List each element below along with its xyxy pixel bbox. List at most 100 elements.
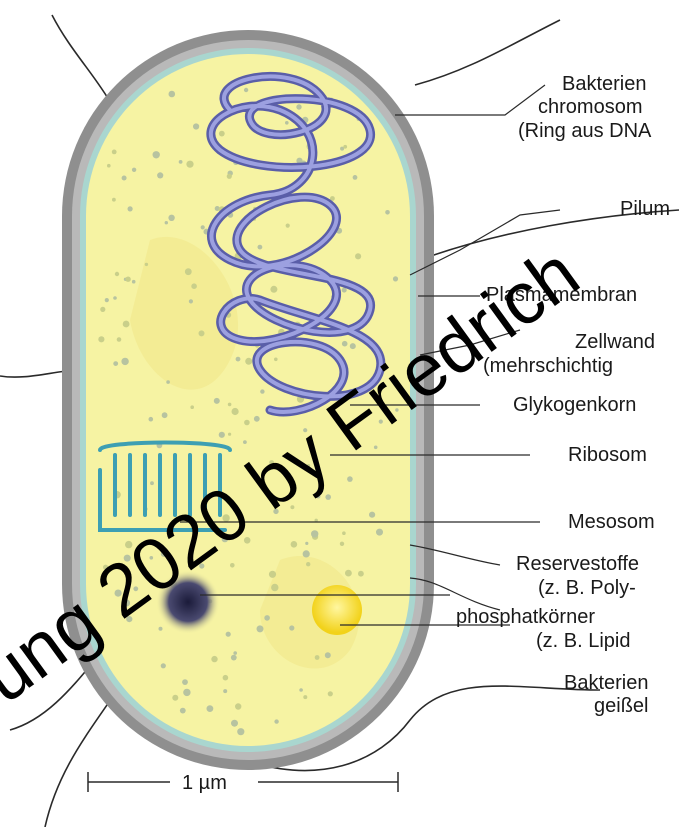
ribosome-dot	[347, 476, 353, 482]
ribosome-dot	[269, 571, 276, 578]
ribosome-dot	[358, 571, 364, 577]
label-reserve-4: (z. B. Lipid	[536, 630, 630, 652]
ribosome-dot	[153, 151, 160, 158]
ribosome-dot	[245, 358, 252, 365]
label-cell-wall-1: Zellwand	[575, 331, 655, 353]
label-glycogen: Glykogenkorn	[513, 394, 636, 416]
ribosome-dot	[355, 253, 361, 259]
ribosome-dot	[289, 625, 294, 630]
ribosome-dot	[254, 416, 260, 422]
ribosome-dot	[190, 405, 194, 409]
ribosome-dot	[112, 150, 117, 155]
ribosome-dot	[286, 224, 290, 228]
label-chromosome-3: (Ring aus DNA	[518, 120, 652, 142]
ribosome-dot	[201, 225, 205, 229]
ribosome-dot	[180, 708, 186, 714]
ribosome-dot	[296, 104, 301, 109]
ribosome-dot	[169, 91, 176, 98]
label-reserve-1: Reservestoffe	[516, 553, 639, 575]
ribosome-dot	[305, 542, 308, 545]
ribosome-dot	[132, 280, 136, 284]
ribosome-dot	[122, 176, 127, 181]
label-chromosome-2: chromosom	[538, 96, 642, 118]
labels: Bakterien chromosom (Ring aus DNA Pilum …	[456, 73, 670, 717]
label-mesosome: Mesosom	[568, 511, 655, 533]
ribosome-dot	[191, 283, 197, 289]
ribosome-dot	[340, 542, 344, 546]
ribosome-dot	[172, 695, 178, 701]
ribosome-dot	[306, 562, 310, 566]
scale-bar-label: 1 µm	[182, 772, 227, 794]
ribosome-dot	[115, 272, 119, 276]
ribosome-dot	[228, 403, 232, 407]
ribosome-dot	[165, 221, 168, 224]
ribosome-dot	[236, 357, 241, 362]
ribosome-dot	[232, 408, 239, 415]
ribosome-dot	[159, 627, 163, 631]
ribosome-dot	[193, 123, 199, 129]
ribosome-dot	[385, 210, 390, 215]
scale-bar: 1 µm	[88, 772, 398, 794]
ribosome-dot	[113, 361, 118, 366]
ribosome-dot	[219, 131, 225, 137]
ribosome-dot	[376, 529, 383, 536]
ribosome-dot	[325, 652, 331, 658]
ribosome-dot	[219, 432, 225, 438]
ribosome-dot	[343, 145, 347, 149]
ribosome-dot	[244, 88, 248, 92]
label-flagellum-2: geißel	[594, 695, 648, 717]
label-reserve-3: phosphatkörner	[456, 606, 595, 628]
label-chromosome-1: Bakterien	[562, 73, 647, 95]
ribosome-dot	[315, 655, 320, 660]
ribosome-dot	[260, 389, 264, 393]
ribosome-dot	[123, 321, 130, 328]
ribosome-dot	[274, 358, 278, 362]
ribosome-dot	[274, 719, 278, 723]
ribosome-dot	[369, 512, 375, 518]
ribosome-dot	[132, 168, 136, 172]
ribosome-dot	[227, 174, 232, 179]
ribosome-dot	[166, 380, 170, 384]
ribosome-dot	[121, 358, 128, 365]
ribosome-dot	[285, 121, 289, 125]
flagellum-right-top	[415, 20, 560, 85]
ribosome-dot	[231, 655, 237, 661]
ribosome-dot	[393, 276, 398, 281]
ribosome-dot	[183, 689, 190, 696]
ribosome-dot	[105, 298, 109, 302]
lipid-droplet	[312, 585, 362, 635]
ribosome-dot	[325, 494, 331, 500]
ribosome-dot	[214, 398, 220, 404]
ribosome-dot	[162, 412, 168, 418]
ribosome-dot	[182, 679, 188, 685]
ribosome-dot	[145, 263, 148, 266]
ribosome-dot	[271, 584, 278, 591]
label-ribosome: Ribosom	[568, 444, 647, 466]
ribosome-dot	[211, 656, 217, 662]
ribosome-dot	[107, 164, 111, 168]
ribosome-dot	[125, 277, 130, 282]
flagellum-top-left	[52, 15, 112, 105]
ribosome-dot	[258, 245, 263, 250]
label-flagellum-1: Bakterien	[564, 672, 649, 694]
ribosome-dot	[243, 440, 247, 444]
ribosome-dot	[207, 705, 214, 712]
ribosome-dot	[149, 417, 154, 422]
ribosome-dot	[244, 420, 250, 426]
label-pilum: Pilum	[620, 198, 670, 220]
ribosome-dot	[299, 688, 303, 692]
ribosome-dot	[345, 570, 352, 577]
ribosome-dot	[328, 691, 333, 696]
ribosome-dot	[113, 296, 117, 300]
ribosome-dot	[98, 336, 104, 342]
ribosome-dot	[117, 337, 122, 342]
ribosome-dot	[161, 663, 166, 668]
ribosome-dot	[264, 615, 270, 621]
ribosome-dot	[189, 299, 193, 303]
ribosome-dot	[230, 563, 235, 568]
ribosome-dot	[112, 198, 116, 202]
ribosome-dot	[199, 330, 205, 336]
ribosome-dot	[303, 695, 307, 699]
ribosome-dot	[100, 307, 105, 312]
